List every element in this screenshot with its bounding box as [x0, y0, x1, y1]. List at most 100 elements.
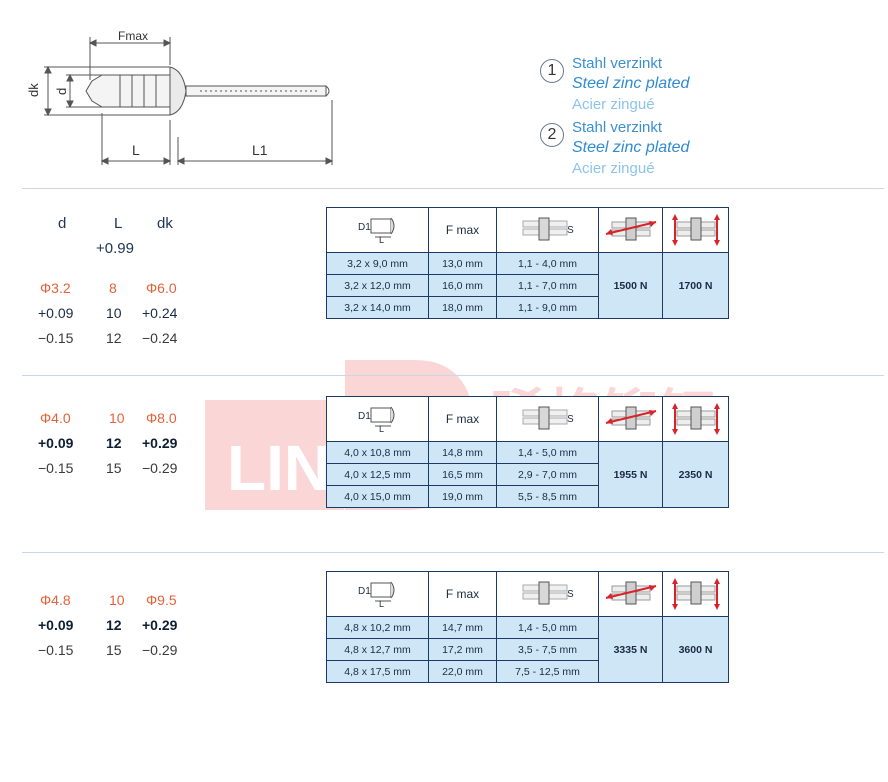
header-tensile — [662, 571, 729, 617]
diameter-tolerance-minus: −0.15 — [38, 330, 74, 346]
tensile-force-icon — [671, 214, 720, 246]
dim-header-d: d — [58, 215, 67, 232]
grip-range-cell: 1,4 - 5,0 mm — [496, 616, 599, 639]
grip-range-cell: 1,1 - 4,0 mm — [496, 252, 599, 275]
head-diameter-tolerance-plus: +0.29 — [142, 435, 178, 451]
legend-number-2: 2 — [540, 123, 564, 147]
header-shear — [598, 396, 663, 442]
dim-header-l: L — [114, 215, 123, 232]
diameter-tolerance-plus: +0.09 — [38, 617, 74, 633]
size-cell: 4,0 x 15,0 mm — [326, 485, 429, 508]
length-value: 8 — [109, 280, 117, 296]
svg-text:D1: D1 — [358, 586, 371, 597]
rivet-dimension-icon: D1 L — [358, 581, 394, 609]
legend-2-en: Steel zinc plated — [572, 139, 690, 156]
head-diameter-value: Φ6.0 — [146, 280, 177, 296]
header-grip-range: S — [496, 396, 599, 442]
grip-range-cell: 2,9 - 7,0 mm — [496, 463, 599, 486]
fmax-cell: 14,7 mm — [428, 616, 497, 639]
shear-force-icon — [605, 406, 656, 430]
svg-text:S: S — [567, 225, 574, 236]
tensile-force-icon — [671, 403, 720, 435]
diameter-value: Φ4.0 — [40, 410, 71, 426]
separator — [22, 188, 884, 189]
tensile-force-cell: 1700 N — [662, 252, 729, 319]
table-header-row: D1 L F max S — [326, 571, 729, 617]
fmax-cell: 13,0 mm — [428, 252, 497, 275]
tensile-force-icon — [671, 578, 720, 610]
spec-table: D1 L F max S 4,8 x 10,2 mm 14,7 mm 1,4 -… — [326, 571, 729, 683]
head-diameter-tolerance-minus: −0.24 — [142, 330, 178, 346]
legend-number-1: 1 — [540, 59, 564, 83]
svg-text:L: L — [379, 235, 384, 245]
length-value: 10 — [106, 305, 122, 321]
spec-table: D1 L F max S 4,0 x 10,8 mm 14,8 mm 1,4 -… — [326, 396, 729, 508]
fmax-cell: 14,8 mm — [428, 441, 497, 464]
length-value: 12 — [106, 330, 122, 346]
diameter-tolerance-plus: +0.09 — [38, 435, 74, 451]
length-value: 15 — [106, 642, 122, 658]
dim-header-dk: dk — [157, 215, 173, 232]
spec-table: D1 L F max S 3,2 x 9,0 mm 13,0 mm 1,1 - … — [326, 207, 729, 319]
header-shear — [598, 207, 663, 253]
fmax-cell: 16,5 mm — [428, 463, 497, 486]
svg-text:LIN: LIN — [227, 432, 330, 504]
table-row: 4,0 x 15,0 mm 19,0 mm 5,5 - 8,5 mm — [326, 485, 729, 508]
header-grip-range: S — [496, 207, 599, 253]
size-cell: 4,0 x 10,8 mm — [326, 441, 429, 464]
grip-range-cell: 1,1 - 7,0 mm — [496, 274, 599, 297]
size-cell: 3,2 x 14,0 mm — [326, 296, 429, 319]
tensile-force-cell: 3600 N — [662, 616, 729, 683]
l-label: L — [132, 142, 140, 158]
svg-text:D1: D1 — [358, 411, 371, 422]
header-tensile — [662, 207, 729, 253]
size-cell: 4,0 x 12,5 mm — [326, 463, 429, 486]
shear-force-icon — [605, 217, 656, 241]
length-value: 12 — [106, 617, 122, 633]
tensile-force-cell: 2350 N — [662, 441, 729, 508]
size-cell: 4,8 x 12,7 mm — [326, 638, 429, 661]
size-cell: 4,8 x 10,2 mm — [326, 616, 429, 639]
diameter-value: Φ4.8 — [40, 592, 71, 608]
header-fmax: F max — [428, 207, 497, 253]
diameter-tolerance-plus: +0.09 — [38, 305, 74, 321]
size-cell: 4,8 x 17,5 mm — [326, 660, 429, 683]
head-diameter-tolerance-minus: −0.29 — [142, 642, 178, 658]
l1-label: L1 — [252, 142, 268, 158]
head-diameter-tolerance-plus: +0.29 — [142, 617, 178, 633]
legend-1-en: Steel zinc plated — [572, 75, 690, 92]
separator — [22, 552, 884, 553]
length-value: 10 — [109, 410, 125, 426]
separator — [22, 375, 884, 376]
table-row: 3,2 x 14,0 mm 18,0 mm 1,1 - 9,0 mm — [326, 296, 729, 319]
fmax-cell: 19,0 mm — [428, 485, 497, 508]
shear-force-cell: 1955 N — [598, 441, 663, 508]
head-diameter-value: Φ8.0 — [146, 410, 177, 426]
svg-text:L: L — [379, 424, 384, 434]
rivet-dimension-icon: D1 L — [358, 406, 394, 434]
header-shear — [598, 571, 663, 617]
header-dimension: D1 L — [326, 571, 429, 617]
shear-force-cell: 1500 N — [598, 252, 663, 319]
grip-range-icon: S — [522, 217, 574, 241]
svg-text:S: S — [567, 589, 574, 600]
fmax-label: Fmax — [118, 29, 148, 43]
rivet-drawing: Fmax dk d L L1 — [26, 29, 334, 165]
size-cell: 3,2 x 12,0 mm — [326, 274, 429, 297]
diameter-tolerance-minus: −0.15 — [38, 642, 74, 658]
grip-range-icon: S — [522, 406, 574, 430]
fmax-cell: 22,0 mm — [428, 660, 497, 683]
fmax-cell: 17,2 mm — [428, 638, 497, 661]
rivet-dimension-icon: D1 L — [358, 217, 394, 245]
grip-range-cell: 3,5 - 7,5 mm — [496, 638, 599, 661]
table-header-row: D1 L F max S — [326, 396, 729, 442]
shear-force-cell: 3335 N — [598, 616, 663, 683]
header-fmax: F max — [428, 396, 497, 442]
svg-text:S: S — [567, 414, 574, 425]
dim-header-l-tolerance: +0.99 — [96, 240, 134, 257]
header-dimension: D1 L — [326, 207, 429, 253]
length-value: 15 — [106, 460, 122, 476]
head-diameter-value: Φ9.5 — [146, 592, 177, 608]
